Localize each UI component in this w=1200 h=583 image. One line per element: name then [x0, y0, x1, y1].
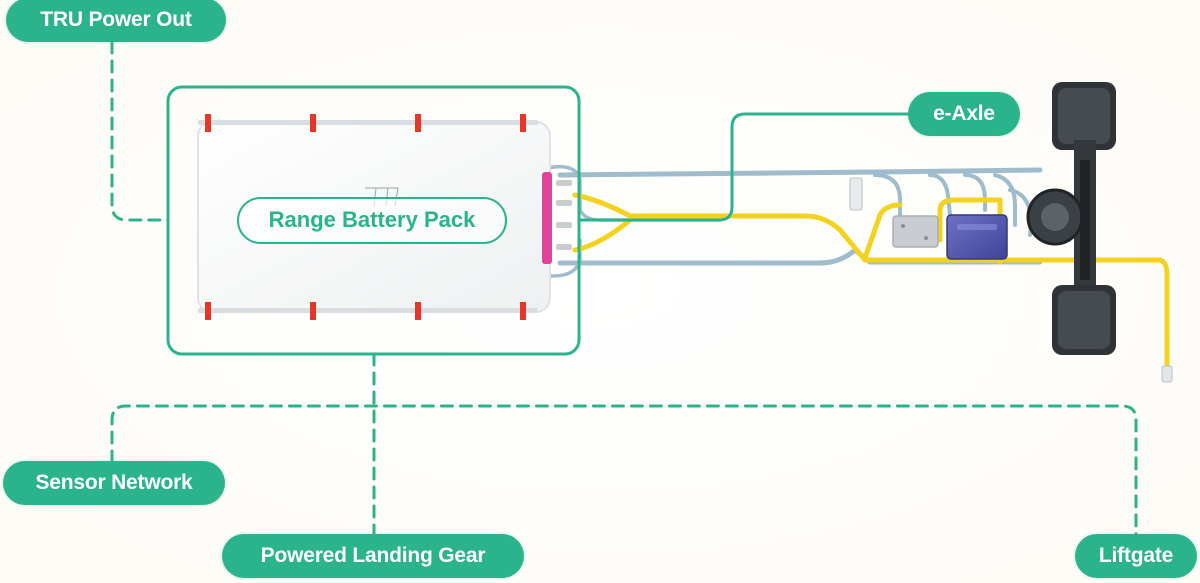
mount-brackets — [205, 114, 526, 320]
e-axle-label: e-Axle — [908, 92, 1020, 136]
callout-lines — [110, 40, 1138, 536]
inverter-module — [892, 215, 939, 248]
range-battery-pack-label: Range Battery Pack — [237, 197, 507, 244]
sensor-network-label: Sensor Network — [3, 461, 225, 505]
drive-motor-module — [946, 214, 1008, 260]
liftgate-label: Liftgate — [1075, 534, 1197, 578]
e-axle-assembly — [1026, 82, 1116, 355]
powered-landing-gear-label: Powered Landing Gear — [222, 534, 524, 578]
tru-callout-line — [110, 40, 170, 222]
e-axle-callout-line — [578, 112, 911, 222]
tru-power-out-label: TRU Power Out — [6, 0, 226, 42]
junction-box — [849, 177, 863, 211]
battery-connector — [542, 172, 552, 264]
liftgate-connector — [1161, 365, 1173, 383]
sensor-network-callout-line — [110, 404, 1138, 536]
